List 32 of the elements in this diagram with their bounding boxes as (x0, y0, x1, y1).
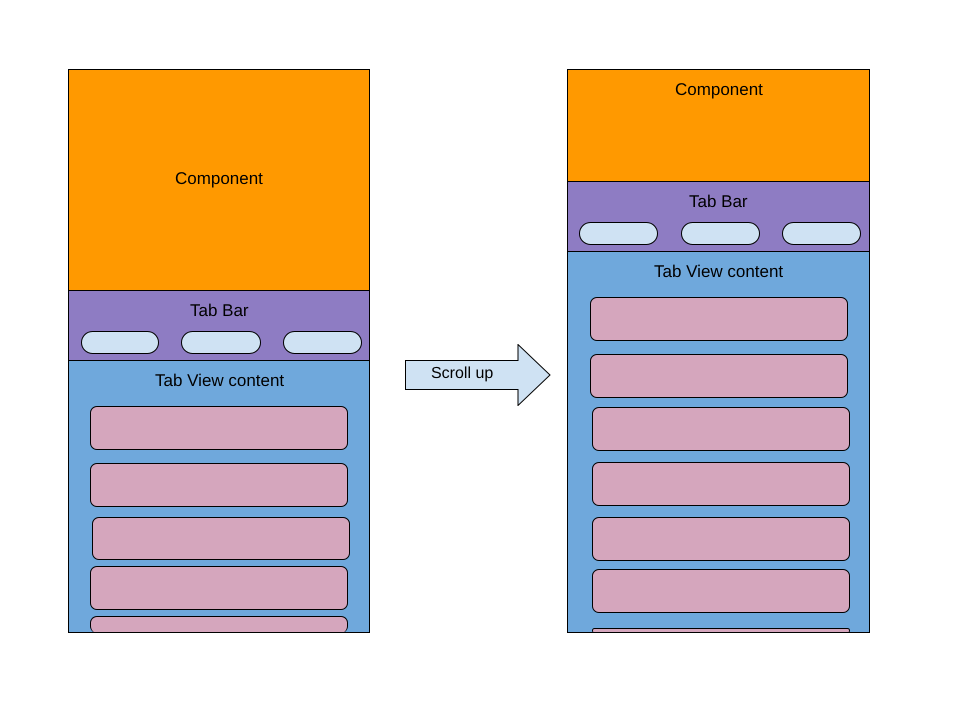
list-item-card (90, 406, 348, 450)
list-item-card (90, 616, 348, 632)
panel-label: Tab View content (155, 371, 284, 391)
panel-label: Component (175, 169, 263, 189)
tab-pill (81, 331, 159, 354)
list-item-card (590, 354, 848, 398)
list-item-card (592, 628, 850, 632)
content-area (68, 360, 370, 633)
panel-label: Tab Bar (689, 192, 748, 212)
list-item-card (590, 297, 848, 341)
panel-label: Component (675, 80, 763, 100)
tab-bar (68, 290, 370, 361)
content-area (567, 251, 870, 633)
tab-pill (782, 222, 861, 245)
tab-pill (681, 222, 760, 245)
list-item-card (592, 569, 850, 613)
list-item-card (592, 462, 850, 506)
panel-label: Tab View content (654, 262, 784, 282)
tab-pill (181, 331, 261, 354)
panel-label: Scroll up (431, 365, 494, 383)
tab-pill (283, 331, 362, 354)
tab-pill (579, 222, 658, 245)
list-item-card (592, 407, 850, 451)
component-panel (68, 69, 370, 291)
list-item-card (90, 463, 348, 507)
list-item-card (592, 517, 850, 561)
block-arrow (405, 344, 551, 406)
component-panel (567, 69, 870, 182)
list-item-card (90, 566, 348, 610)
list-item-card (92, 517, 350, 560)
panel-label: Tab Bar (190, 301, 249, 321)
tab-bar (567, 181, 870, 252)
